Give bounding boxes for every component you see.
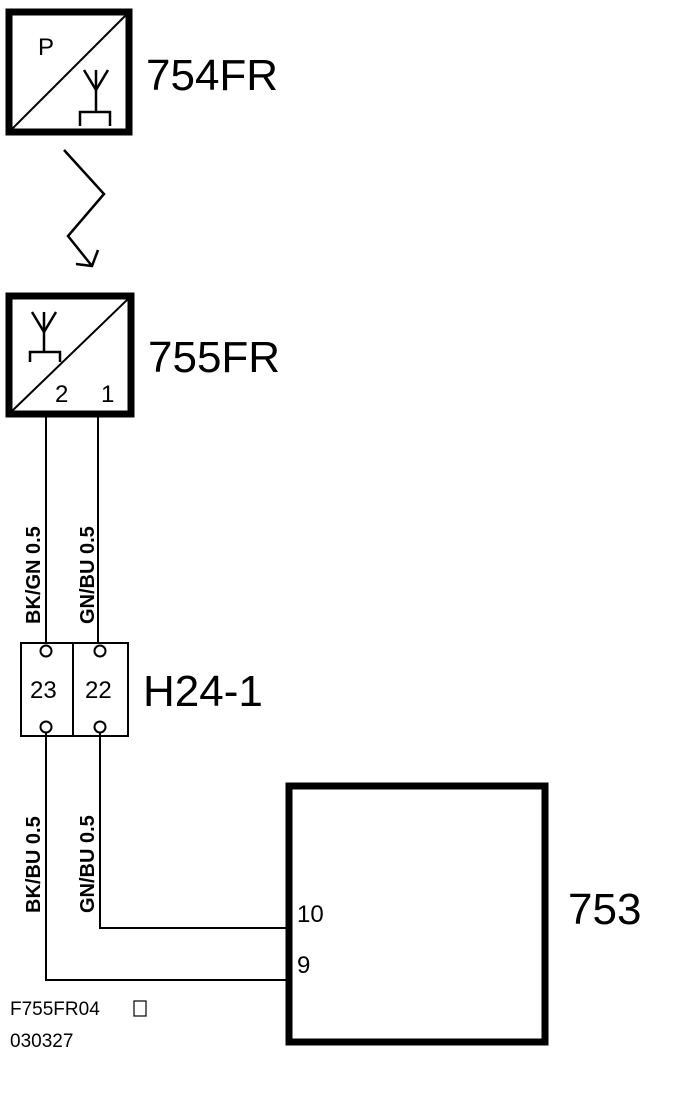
drawing-code-box-glyph (133, 1000, 147, 1017)
antenna-icon (78, 69, 112, 126)
drawing-code: F755FR04 (10, 999, 100, 1020)
wire-gn-bu-lower (99, 733, 288, 929)
transmitter-diagonal (10, 13, 128, 131)
upper-wires (45, 414, 99, 644)
module-id: 753 (568, 885, 641, 934)
antenna-icon (28, 311, 62, 362)
wireless-signal-icon (63, 149, 106, 268)
wire-label-gn-bu-lower: GN/BU 0.5 (77, 815, 99, 913)
lower-wires (45, 733, 288, 981)
module-box (285, 782, 549, 1046)
transmitter-id: 754FR (146, 51, 278, 100)
connector-pin-22: 22 (85, 677, 112, 704)
wire-label-gn-bu-upper: GN/BU 0.5 (77, 526, 99, 624)
wire-bk-bu (45, 733, 288, 981)
receiver-id: 755FR (148, 333, 280, 382)
receiver-diagonal (10, 297, 130, 413)
connector-terminal (93, 720, 107, 734)
module-753: 10 9 753 (285, 782, 641, 1046)
receiver-pin-2: 2 (55, 381, 68, 408)
module-pin-10: 10 (297, 901, 324, 928)
wire-label-bk-gn: BK/GN 0.5 (23, 526, 45, 624)
transmitter-754fr: P 754FR (5, 8, 278, 136)
receiver-box (5, 292, 135, 418)
transmitter-box (5, 8, 133, 136)
receiver-755fr: 2 1 755FR (5, 292, 280, 418)
connector-terminal (93, 644, 107, 658)
connector-terminal (39, 720, 53, 734)
wire-label-bk-bu: BK/BU 0.5 (23, 816, 45, 913)
connector-h24-1: 23 22 H24-1 (20, 642, 263, 737)
transmitter-mark: P (38, 34, 54, 61)
receiver-pin-1: 1 (101, 381, 114, 408)
connector-id: H24-1 (143, 667, 263, 716)
module-pin-9: 9 (297, 952, 310, 979)
drawing-date: 030327 (10, 1031, 73, 1052)
connector-terminal (39, 644, 53, 658)
connector-pin-23: 23 (30, 677, 57, 704)
